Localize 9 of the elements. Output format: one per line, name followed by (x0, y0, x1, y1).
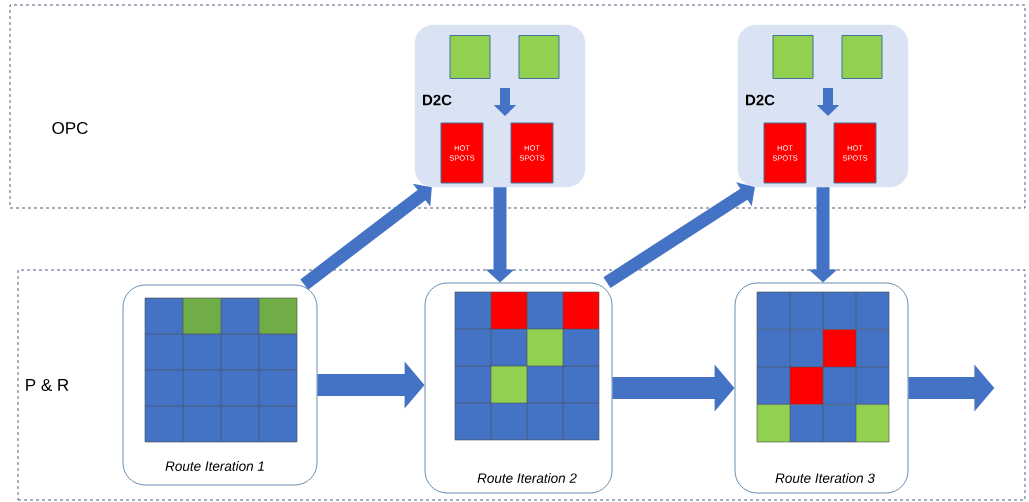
iteration-box: Route Iteration 1 (122, 284, 318, 486)
square (841, 35, 883, 79)
iteration-box: Route Iteration 2 (424, 282, 613, 494)
square (449, 35, 491, 79)
block-arrow (300, 183, 432, 290)
iteration-box: Route Iteration 3 (734, 282, 909, 494)
square (518, 35, 560, 79)
block-arrow (603, 182, 755, 289)
square (772, 35, 814, 79)
